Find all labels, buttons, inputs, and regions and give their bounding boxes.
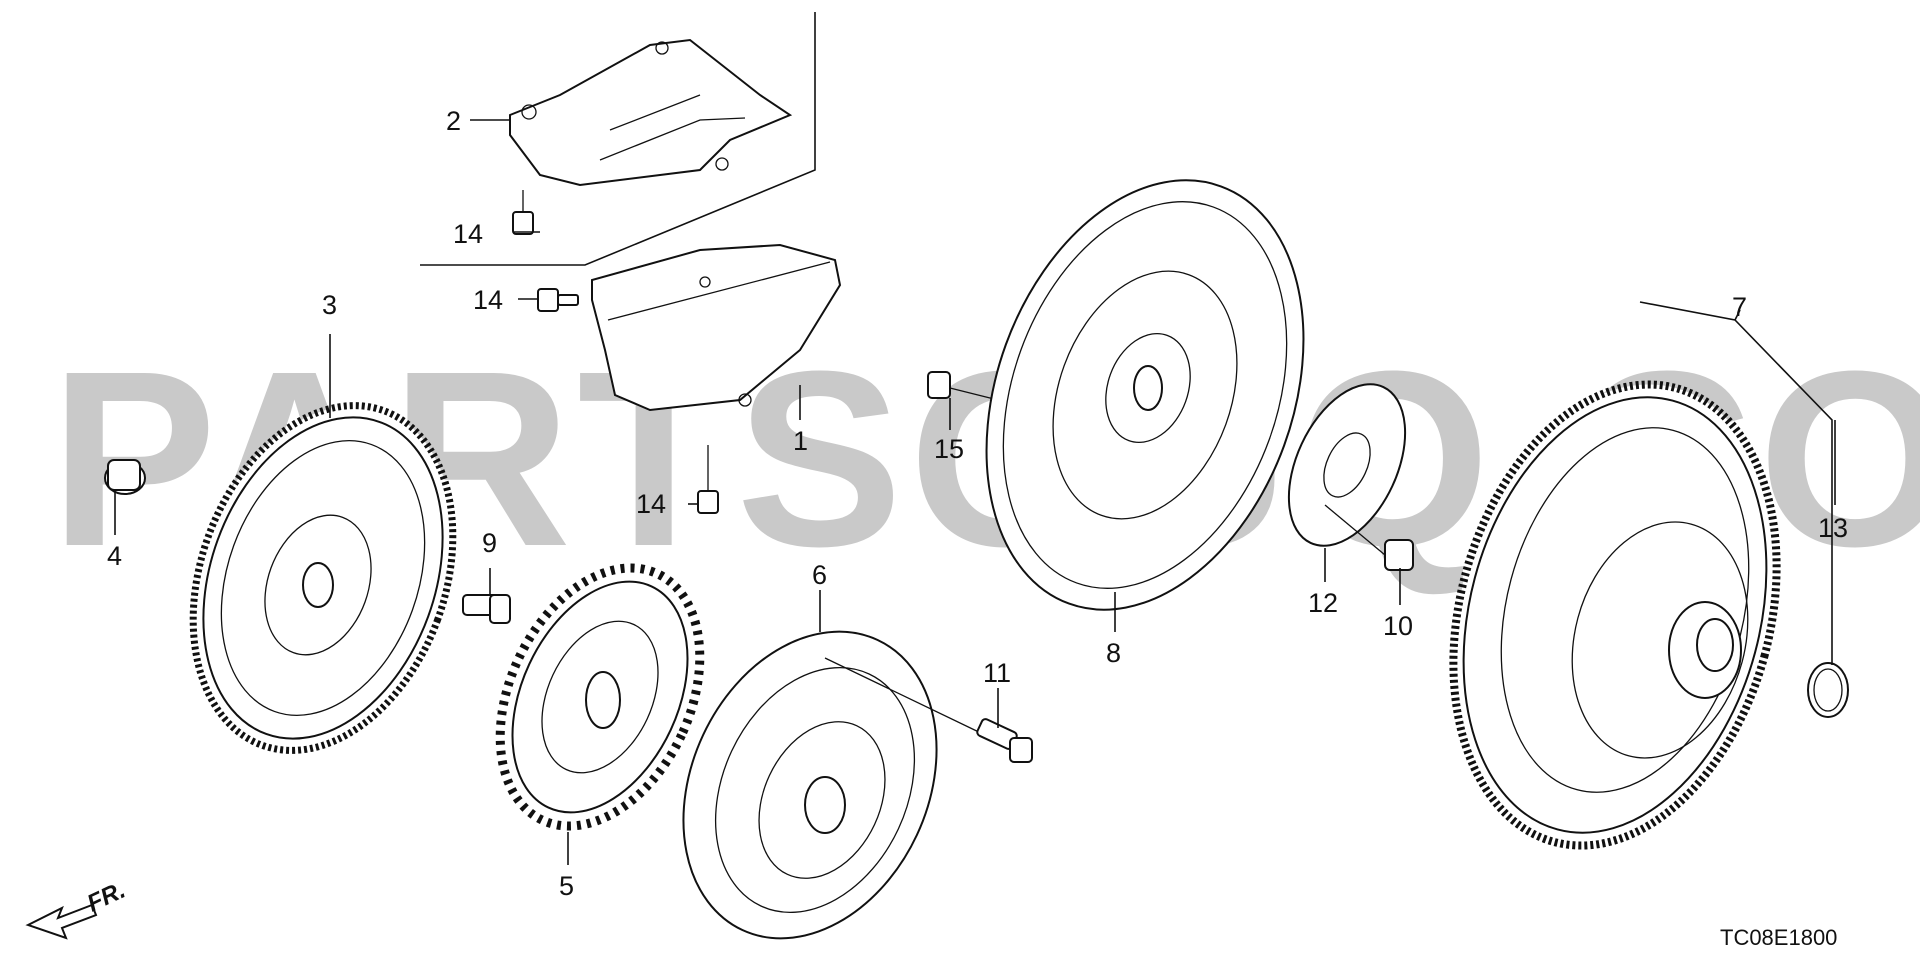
callout-4: 4 xyxy=(107,541,122,571)
callout-14-middle: 14 xyxy=(473,285,503,315)
part-4-bushing xyxy=(104,459,146,495)
callout-7: 7 xyxy=(1732,292,1747,322)
callout-10: 10 xyxy=(1383,611,1413,641)
part-8-drive-plate xyxy=(985,179,1305,611)
part-2-upper-cover xyxy=(509,38,793,187)
callout-11: 11 xyxy=(983,658,1011,688)
part-5-clutch-disc xyxy=(495,563,705,831)
callout-14-lower: 14 xyxy=(636,489,666,519)
callout-14-upper: 14 xyxy=(453,219,483,249)
part-7-torque-converter xyxy=(1449,380,1781,850)
bolt-10 xyxy=(1324,504,1414,571)
callout-3: 3 xyxy=(322,290,337,320)
callout-6: 6 xyxy=(812,560,827,590)
front-arrow-icon xyxy=(25,903,98,940)
part-13-o-ring xyxy=(1807,662,1849,718)
leader-lines xyxy=(114,119,1836,865)
part-12-shim-plate xyxy=(1287,383,1407,547)
callout-5: 5 xyxy=(559,871,574,901)
diagram-code: TC08E1800 xyxy=(1720,925,1837,950)
callout-13: 13 xyxy=(1818,513,1848,543)
part-6-pressure-plate xyxy=(682,630,938,940)
callout-2: 2 xyxy=(446,106,461,136)
callout-labels: 1 2 3 4 5 6 7 8 9 10 11 12 13 14 14 14 1… xyxy=(107,106,1848,901)
part-1-lower-cover xyxy=(591,243,842,412)
part-3-flywheel xyxy=(189,402,457,754)
inset-frame xyxy=(420,12,816,266)
front-direction-indicator: FR. xyxy=(25,877,130,940)
bolt-14-lower xyxy=(697,445,719,514)
callout-15: 15 xyxy=(934,434,964,464)
bolt-14-middle xyxy=(537,288,579,312)
callout-1: 1 xyxy=(793,426,808,456)
callout-8: 8 xyxy=(1106,638,1121,668)
bolt-11 xyxy=(824,657,1033,763)
callout-9: 9 xyxy=(482,528,497,558)
callout-12: 12 xyxy=(1308,588,1338,618)
bolt-9 xyxy=(462,594,511,624)
bolt-14-upper xyxy=(512,190,534,235)
